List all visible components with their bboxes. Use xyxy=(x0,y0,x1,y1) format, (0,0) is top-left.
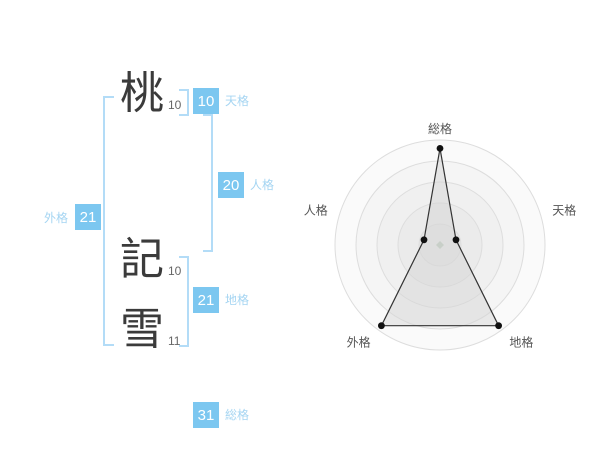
chikaku-bracket xyxy=(179,256,189,347)
gaikaku-bracket xyxy=(103,96,114,346)
radar-data-point xyxy=(436,145,444,152)
radar-ring xyxy=(334,139,546,351)
chikaku-label: 地格 xyxy=(225,293,250,307)
gaikaku-value-badge: 21 xyxy=(75,204,101,230)
name-character-1: 桃 xyxy=(120,69,164,118)
radar-data-point xyxy=(420,236,428,244)
stroke-count-3: 11 xyxy=(168,334,181,348)
jinkaku-label: 人格 xyxy=(250,178,275,192)
radar-axis-label: 人格 xyxy=(304,203,328,218)
chikaku-value-badge: 21 xyxy=(193,287,219,313)
radar-data-point xyxy=(495,322,502,330)
tenkaku-label: 天格 xyxy=(225,94,250,108)
radar-data-polygon xyxy=(380,148,500,327)
tenkaku-value-badge: 10 xyxy=(193,88,219,114)
radar-center-marker-icon xyxy=(436,241,444,249)
jinkaku-bracket xyxy=(203,114,213,252)
stroke-count-2: 10 xyxy=(168,264,182,278)
radar-axis-label: 外格 xyxy=(347,335,371,350)
radar-data-point xyxy=(378,322,385,330)
tenkaku-bracket xyxy=(179,89,189,116)
stroke-count-1: 10 xyxy=(168,98,182,112)
soukaku-label: 総格 xyxy=(225,408,250,422)
gaikaku-label: 外格 xyxy=(44,211,69,225)
name-character-3: 雪 xyxy=(120,305,164,354)
name-character-2: 記 xyxy=(120,235,164,284)
jinkaku-value-badge: 20 xyxy=(218,172,244,198)
radar-axis-label: 地格 xyxy=(509,335,533,350)
soukaku-value-badge: 31 xyxy=(193,402,219,428)
radar-axis-label: 総格 xyxy=(428,121,452,136)
radar-axis-label: 天格 xyxy=(552,203,576,218)
radar-data-point xyxy=(452,236,460,244)
